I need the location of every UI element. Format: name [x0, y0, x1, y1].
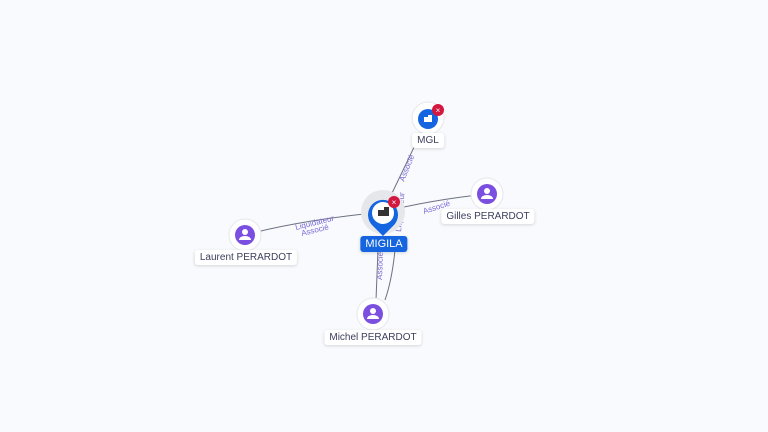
company-icon [378, 207, 389, 216]
edge-label-mgl: Associé [398, 153, 417, 183]
michel-node[interactable] [356, 297, 390, 331]
node-label-michel[interactable]: Michel PERARDOT [324, 330, 422, 345]
laurent-node[interactable] [228, 218, 262, 252]
node-label-mgl[interactable]: MGL [412, 133, 444, 148]
edge-michel-2 [384, 249, 396, 301]
close-icon[interactable] [388, 196, 400, 208]
close-icon[interactable] [432, 104, 444, 116]
svg-text:×: × [392, 198, 397, 207]
edge-label-michel-1: Associé [375, 251, 385, 280]
edge-michel-1 [375, 249, 379, 301]
company-icon [424, 115, 432, 122]
gilles-node[interactable] [470, 177, 504, 211]
svg-text:×: × [436, 106, 441, 115]
center-label[interactable]: MIGILA [360, 236, 408, 252]
node-label-gilles[interactable]: Gilles PERARDOT [441, 209, 535, 224]
node-label-laurent[interactable]: Laurent PERARDOT [194, 250, 298, 265]
